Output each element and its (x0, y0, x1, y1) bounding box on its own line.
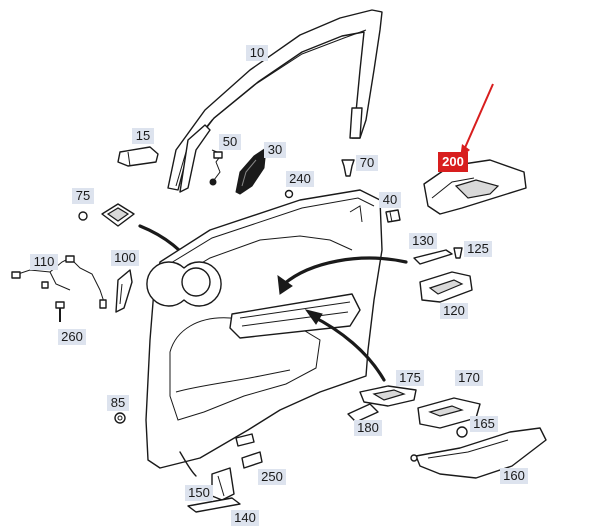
callout-15: 15 (132, 128, 154, 144)
callout-160-text: 160 (503, 468, 525, 483)
callout-75: 75 (72, 188, 94, 204)
callout-15-text: 15 (136, 128, 150, 143)
pointer-arrow-200 (463, 83, 494, 151)
part-120-door-handle[interactable] (419, 271, 473, 303)
callout-175-text: 175 (399, 370, 421, 385)
callout-75-text: 75 (76, 188, 90, 203)
callout-200-text: 200 (442, 154, 464, 169)
callout-140-text: 140 (234, 510, 256, 525)
part-250-storage-pocket[interactable] (211, 467, 235, 501)
part-130-trim-strip[interactable] (413, 249, 453, 265)
callout-125-text: 125 (467, 241, 489, 256)
part-40-door-latch[interactable] (385, 209, 401, 223)
part-260-screw[interactable] (55, 301, 65, 322)
callout-100-text: 100 (114, 250, 136, 265)
part-110-wiring-harness[interactable] (11, 255, 107, 309)
callout-180: 180 (354, 420, 382, 436)
callout-110: 110 (30, 254, 58, 270)
part-240-screw[interactable] (284, 189, 294, 199)
callout-120: 120 (440, 303, 468, 319)
callout-140: 140 (231, 510, 259, 526)
callout-50-text: 50 (223, 134, 237, 149)
part-50-cable[interactable] (209, 149, 223, 186)
callout-130: 130 (409, 233, 437, 249)
speaker-grille[interactable] (101, 203, 135, 227)
callout-250: 250 (258, 469, 286, 485)
callout-165: 165 (470, 416, 498, 432)
callout-175: 175 (396, 370, 424, 386)
callout-250-text: 250 (261, 469, 283, 484)
callout-200-highlighted: 200 (438, 152, 468, 172)
callout-100: 100 (111, 250, 139, 266)
callout-50: 50 (219, 134, 241, 150)
callout-240: 240 (286, 171, 314, 187)
part-200-armrest-cover[interactable] (423, 159, 527, 215)
part-175-switch-panel[interactable] (359, 385, 417, 407)
part-180-trim-insert[interactable] (347, 403, 379, 423)
callout-120-text: 120 (443, 303, 465, 318)
arrow-switch-to-panel (310, 314, 386, 382)
callout-40: 40 (379, 192, 401, 208)
callout-10: 10 (246, 45, 268, 61)
callout-260-text: 260 (61, 329, 83, 344)
part-70-lock-knob[interactable] (341, 159, 355, 177)
part-125-screw[interactable] (453, 247, 463, 259)
arrow-strip-head (277, 274, 293, 295)
callout-85: 85 (107, 395, 129, 411)
part-75-clip[interactable] (78, 211, 88, 221)
callout-70: 70 (356, 155, 378, 171)
callout-130-text: 130 (412, 233, 434, 248)
callout-170: 170 (455, 370, 483, 386)
part-15-clip[interactable] (117, 146, 159, 167)
part-250-clip[interactable] (241, 451, 263, 469)
callout-125: 125 (464, 241, 492, 257)
callout-240-text: 240 (289, 171, 311, 186)
callout-165-text: 165 (473, 416, 495, 431)
callout-10-text: 10 (250, 45, 264, 60)
callout-70-text: 70 (360, 155, 374, 170)
arrow-strip-to-panel (282, 256, 408, 286)
part-165-clip[interactable] (456, 426, 468, 438)
callout-40-text: 40 (383, 192, 397, 207)
part-10-window-frame-trim[interactable] (167, 9, 383, 193)
callout-30-text: 30 (268, 142, 282, 157)
callout-150: 150 (185, 485, 213, 501)
callout-180-text: 180 (357, 420, 379, 435)
door-trim-panel[interactable] (145, 189, 383, 469)
callout-170-text: 170 (458, 370, 480, 385)
callout-110-text: 110 (34, 254, 55, 269)
part-30-mirror-cover[interactable] (235, 146, 267, 195)
callout-30: 30 (264, 142, 286, 158)
part-160-armrest[interactable] (410, 427, 547, 479)
callout-160: 160 (500, 468, 528, 484)
part-100-side-cover[interactable] (115, 269, 133, 313)
callout-150-text: 150 (188, 485, 210, 500)
arrow-lower-trim (179, 451, 197, 477)
callout-260: 260 (58, 329, 86, 345)
part-140-lower-trim[interactable] (187, 497, 241, 513)
part-85-clip[interactable] (114, 412, 126, 424)
arrow-switch-head (304, 309, 323, 325)
callout-85-text: 85 (111, 395, 125, 410)
